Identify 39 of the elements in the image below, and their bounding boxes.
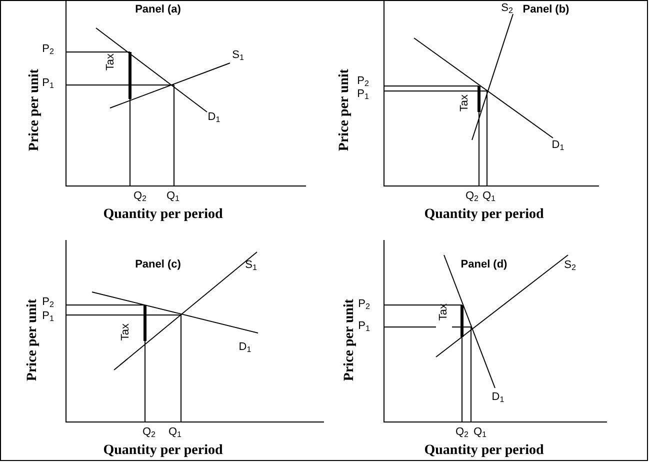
price-label: P$_{2}$: [42, 297, 54, 309]
axis-title: Price per unit: [26, 298, 40, 382]
panel-title: Panel (c): [135, 260, 181, 270]
quantity-label: Q$_{1}$: [168, 427, 182, 439]
price-label: P$_{1}$: [358, 321, 370, 333]
axis-title: Quantity per period: [424, 208, 544, 222]
axis-title: Quantity per period: [103, 444, 223, 458]
supply-label: S$_{1}$: [232, 50, 244, 62]
panel-title: Panel (b): [522, 4, 570, 16]
price-label: P$_{2}$: [358, 299, 370, 311]
price-label: P$_{1}$: [42, 78, 54, 90]
quantity-label: Q$_{2}$: [142, 427, 156, 439]
price-label: P$_{2}$: [357, 76, 369, 88]
axis-title: Quantity per period: [424, 444, 544, 458]
demand-label: D$_{1}$: [238, 342, 252, 354]
axis-title: Price per unit: [343, 298, 357, 382]
quantity-label: Q$_{1}$: [474, 427, 486, 439]
quantity-label: Q$_{2}$: [134, 191, 146, 203]
supply-label: S$_{2}$: [501, 3, 513, 15]
quantity-label: Q$_{1}$: [482, 191, 496, 203]
tax-label: Tax: [120, 323, 132, 341]
supply-label: S$_{1}$: [245, 260, 257, 272]
demand-label: D$_{1}$: [208, 112, 220, 124]
panel-title: Panel (a): [135, 4, 181, 16]
quantity-label: Q$_{1}$: [166, 191, 180, 203]
quantity-label: Q$_{2}$: [466, 191, 478, 203]
axis-title: Price per unit: [28, 68, 42, 152]
tax-label: Tax: [106, 53, 116, 71]
demand-label: D$_{1}$: [552, 140, 564, 152]
axis-title: Price per unit: [338, 68, 352, 152]
axis-title: Quantity per period: [103, 208, 223, 222]
demand-label: D$_{1}$: [492, 392, 504, 404]
quantity-label: Q$_{2}$: [456, 427, 468, 439]
price-label: P$_{1}$: [42, 311, 54, 323]
tax-label: Tax: [460, 94, 470, 112]
supply-label: S$_{2}$: [564, 260, 576, 272]
price-label: P$_{2}$: [42, 44, 54, 56]
panel-title: Panel (d): [460, 260, 508, 270]
price-label: P$_{1}$: [357, 89, 369, 101]
